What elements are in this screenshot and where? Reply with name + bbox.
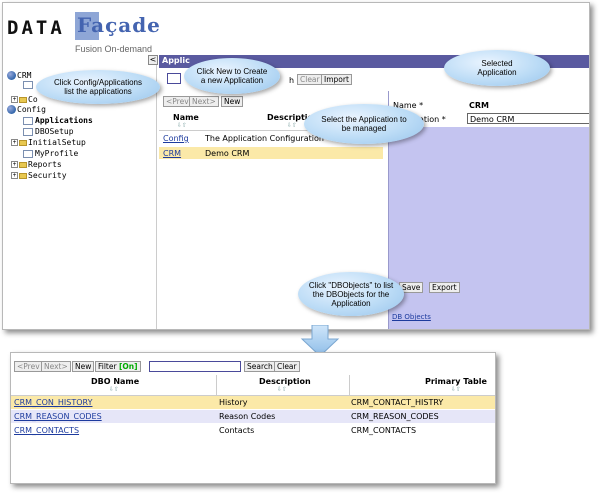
name-label: Name * xyxy=(393,101,424,110)
name-value: CRM xyxy=(469,101,489,110)
sort-arrows-icon[interactable]: ⇩⇧ xyxy=(177,122,188,129)
callout-new: Click New to Create a new Application xyxy=(184,58,280,94)
expand-icon[interactable]: + xyxy=(11,96,18,103)
expand-icon[interactable]: + xyxy=(11,172,18,179)
sort-arrows-icon[interactable]: ⇩⇧ xyxy=(451,386,462,393)
document-icon xyxy=(23,149,33,158)
description-input[interactable]: Demo CRM xyxy=(467,113,589,124)
column-divider xyxy=(349,375,350,395)
next-button[interactable]: Next> xyxy=(41,361,71,372)
dbo-name-link[interactable]: CRM_CONTACTS xyxy=(14,426,80,435)
logo: DATA Façade Fusion On-demand xyxy=(7,11,167,54)
search-input[interactable] xyxy=(167,73,181,84)
new-button[interactable]: New xyxy=(221,96,244,107)
sidebar-item-myprofile[interactable]: MyProfile xyxy=(23,149,78,158)
sidebar-item-reports[interactable]: +Reports xyxy=(11,160,62,169)
import-button[interactable]: Import xyxy=(321,74,352,85)
dbo-primary-table: CRM_CONTACT_HISTRY xyxy=(351,398,444,407)
sidebar: CRM +Co Config Applications DBOSetup +In… xyxy=(5,55,157,329)
dbo-primary-table: CRM_REASON_CODES xyxy=(351,412,439,421)
dbo-description: Contacts xyxy=(219,426,255,435)
dbo-description: History xyxy=(219,398,248,407)
sort-arrows-icon[interactable]: ⇩⇧ xyxy=(109,386,120,393)
document-icon xyxy=(23,127,33,136)
table-row[interactable]: CRM_CONTACTS Contacts CRM_CONTACTS xyxy=(11,424,495,437)
expand-icon[interactable]: + xyxy=(11,139,18,146)
folder-icon xyxy=(19,96,27,103)
globe-icon xyxy=(7,71,16,80)
search-button[interactable]: Search xyxy=(244,361,276,372)
filter-state: [On] xyxy=(118,362,138,371)
main-title: Applic xyxy=(162,56,190,65)
app-description: The Application Configuration xyxy=(205,134,324,143)
search-input[interactable] xyxy=(149,361,241,372)
logo-subtitle: Fusion On-demand xyxy=(75,44,153,54)
table-row[interactable]: CRM_CON_HISTORY History CRM_CONTACT_HIST… xyxy=(11,396,495,409)
sidebar-item-initialsetup[interactable]: +InitialSetup xyxy=(11,138,86,147)
clear-button[interactable]: Clear xyxy=(297,74,323,85)
logo-word-data: DATA xyxy=(7,17,65,39)
document-icon xyxy=(23,80,33,89)
folder-icon xyxy=(19,161,27,168)
search-label-fragment: h xyxy=(289,76,295,85)
dbo-name-link[interactable]: CRM_REASON_CODES xyxy=(14,412,102,421)
column-header-primary-table[interactable]: Primary Table xyxy=(425,377,487,386)
sidebar-item-co[interactable]: +Co xyxy=(11,95,38,104)
table-row-selected[interactable]: CRM Demo CRM xyxy=(159,147,383,159)
filter-button[interactable]: Filter [On] xyxy=(95,361,141,372)
sidebar-item-crm-doc[interactable] xyxy=(23,80,35,89)
description-label: ation * xyxy=(419,115,446,124)
db-objects-link[interactable]: DB Objects xyxy=(392,313,431,321)
logo-word-facade: Façade xyxy=(77,13,161,37)
prev-button[interactable]: <Prev xyxy=(163,96,192,107)
column-header-dbo-name[interactable]: DBO Name xyxy=(91,377,140,386)
export-button[interactable]: Export xyxy=(429,282,460,293)
header-divider xyxy=(11,395,495,396)
column-header-description[interactable]: Description xyxy=(259,377,311,386)
callout-config: Click Config/Applications list the appli… xyxy=(36,70,160,104)
dbo-primary-table: CRM_CONTACTS xyxy=(351,426,417,435)
column-divider xyxy=(216,375,217,395)
globe-icon xyxy=(7,105,16,114)
sidebar-item-dbosetup[interactable]: DBOSetup xyxy=(23,127,74,136)
sidebar-item-crm[interactable]: CRM xyxy=(7,71,31,80)
sidebar-item-applications[interactable]: Applications xyxy=(23,116,93,125)
callout-dbobjects: Click "DBObjects" to list the DBObjects … xyxy=(298,272,404,316)
column-header-description[interactable]: Descriptio xyxy=(267,113,314,122)
app-name-link[interactable]: CRM xyxy=(163,149,182,158)
table-row[interactable]: CRM_REASON_CODES Reason Codes CRM_REASON… xyxy=(11,410,495,423)
next-button[interactable]: Next> xyxy=(189,96,219,107)
logo-box xyxy=(75,12,99,40)
dbobjects-window: <Prev Next> New Filter [On] Search Clear… xyxy=(10,352,496,484)
sort-arrows-icon[interactable]: ⇩⇧ xyxy=(287,122,298,129)
sidebar-item-config[interactable]: Config xyxy=(7,105,46,114)
folder-icon xyxy=(19,139,27,146)
table-row[interactable]: Config The Application Configuration xyxy=(159,132,387,144)
app-name-link[interactable]: Config xyxy=(163,134,189,143)
document-icon xyxy=(23,116,33,125)
collapse-sidebar-button[interactable]: < xyxy=(148,55,158,65)
header-divider xyxy=(159,130,387,131)
callout-select-app: Select the Application to be managed xyxy=(304,104,424,144)
arrow-down-icon xyxy=(300,325,340,357)
prev-button[interactable]: <Prev xyxy=(14,361,43,372)
sidebar-item-security[interactable]: +Security xyxy=(11,171,67,180)
column-header-name[interactable]: Name xyxy=(173,113,199,122)
sort-arrows-icon[interactable]: ⇩⇧ xyxy=(277,386,288,393)
dbo-description: Reason Codes xyxy=(219,412,276,421)
expand-icon[interactable]: + xyxy=(11,161,18,168)
clear-button[interactable]: Clear xyxy=(274,361,300,372)
dbo-name-link[interactable]: CRM_CON_HISTORY xyxy=(14,398,93,407)
app-description: Demo CRM xyxy=(205,149,250,158)
callout-selected: Selected Application xyxy=(444,50,550,86)
new-button[interactable]: New xyxy=(72,361,95,372)
folder-icon xyxy=(19,172,27,179)
